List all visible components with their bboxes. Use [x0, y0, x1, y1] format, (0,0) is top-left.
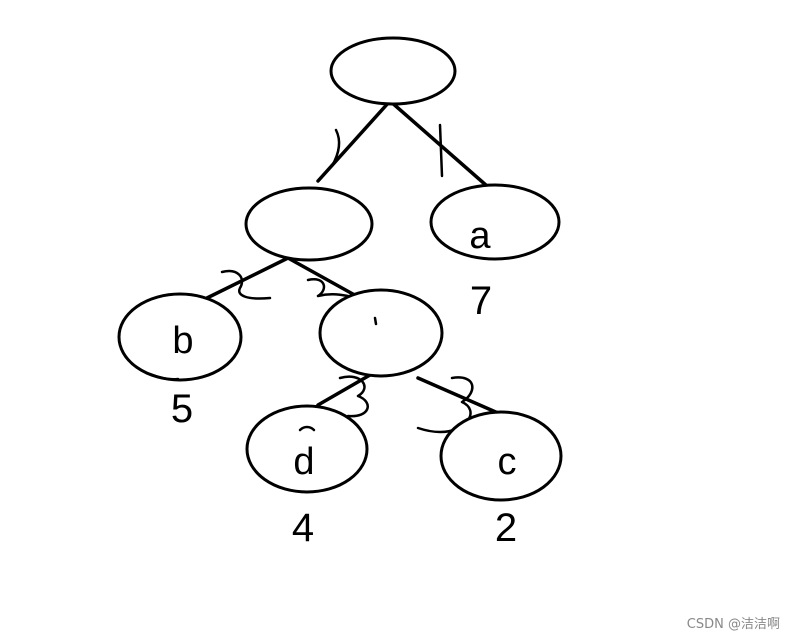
weight-d: 4	[292, 506, 314, 550]
node-label-a: a	[469, 215, 491, 257]
weight-a: 7	[470, 279, 492, 323]
stray-mark-b	[148, 372, 180, 381]
edge-internal-2-c	[416, 376, 500, 415]
stray-mark-d	[298, 425, 316, 432]
node-b	[117, 292, 243, 382]
edge-mark-internal-2-c	[416, 376, 474, 434]
node-internal-1	[244, 186, 374, 262]
edge-mark-internal-2-d	[338, 375, 369, 418]
node-root	[329, 36, 457, 106]
edge-root-a	[388, 99, 489, 188]
weight-c: 2	[495, 506, 517, 550]
node-a	[429, 183, 561, 261]
weight-b: 5	[171, 387, 193, 431]
edge-internal-1-b	[205, 256, 290, 300]
node-label-b: b	[172, 320, 193, 362]
node-label-d: d	[293, 441, 314, 483]
edge-root-internal-1	[316, 99, 392, 183]
edge-internal-1-internal-2	[286, 256, 362, 300]
watermark: CSDN @洁洁啊	[686, 617, 780, 632]
node-internal-2	[318, 288, 444, 378]
node-d	[245, 404, 369, 494]
node-c	[439, 410, 563, 502]
edge-mark-internal-1-b	[220, 269, 272, 300]
edge-internal-2-d	[316, 373, 372, 407]
edge-mark-root-right	[438, 123, 444, 178]
edge-mark-root-left	[330, 128, 341, 168]
node-label-c: c	[498, 441, 517, 483]
stray-mark-internal-2	[373, 316, 378, 326]
